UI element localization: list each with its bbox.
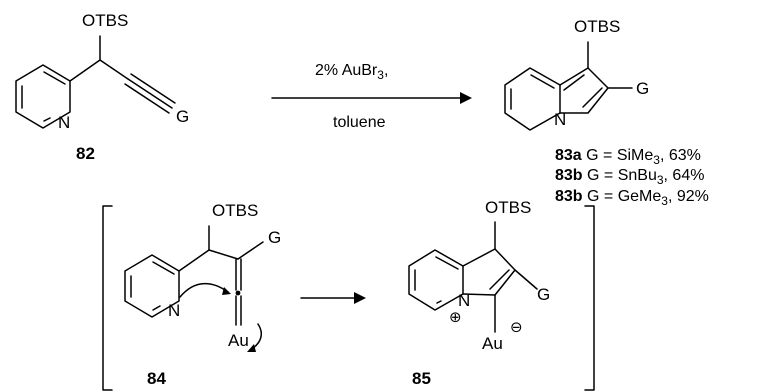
compound-83: OTBS N G — [504, 17, 649, 131]
substituent-g-label: G — [268, 228, 281, 247]
indolizine-ring — [504, 67, 609, 131]
nitrogen-label: N — [58, 113, 70, 132]
yield-row-83a: 83a G = SiMe3, 63% — [555, 147, 701, 167]
mechanism-bracket-left — [102, 205, 113, 391]
substituent-g-label: G — [636, 79, 649, 98]
reaction-arrow — [271, 92, 472, 104]
mechanism-bracket-right — [584, 205, 595, 391]
alkyne-triple-bond — [124, 73, 176, 114]
gold-label: Au — [482, 334, 503, 353]
intermediate-84: OTBS N G Au 84 — [124, 201, 281, 388]
yield-row-83b-ge: 83b G = GeMe3, 92% — [555, 188, 709, 208]
intermediate-85: OTBS N G Au ⊕ ⊖ 85 — [408, 198, 550, 388]
mechanism-arrow — [300, 292, 366, 304]
substituent-g-label: G — [176, 107, 189, 126]
gold-negative-charge: ⊖ — [510, 319, 523, 336]
yield-list: 83a G = SiMe3, 63% 83b G = SnBu3, 64% 83… — [555, 147, 709, 208]
yield-row-83b-sn: 83b G = SnBu3, 64% — [555, 167, 704, 187]
otbs-label: OTBS — [574, 17, 620, 36]
compound-number-84: 84 — [147, 369, 166, 388]
compound-number-85: 85 — [412, 369, 431, 388]
compound-82: OTBS N G 82 — [15, 11, 189, 163]
otbs-label: OTBS — [82, 11, 128, 30]
nitrogen-label: N — [458, 291, 470, 310]
compound-number-82: 82 — [76, 144, 95, 163]
curved-arrow-au-shift — [249, 323, 263, 351]
otbs-label: OTBS — [212, 201, 258, 220]
nitrogen-label: N — [554, 110, 566, 129]
catalyst-label: 2% AuBr3, — [315, 62, 388, 82]
gold-label: Au — [228, 331, 249, 350]
substituent-g-label: G — [537, 285, 550, 304]
nitrogen-label: N — [168, 301, 180, 320]
nitrogen-positive-charge: ⊕ — [449, 309, 462, 326]
solvent-label: toluene — [333, 114, 386, 131]
curved-arrow-n-attack — [179, 282, 229, 298]
carbene-dot — [235, 290, 241, 296]
otbs-label: OTBS — [485, 198, 531, 217]
allene-bonds — [235, 258, 242, 326]
